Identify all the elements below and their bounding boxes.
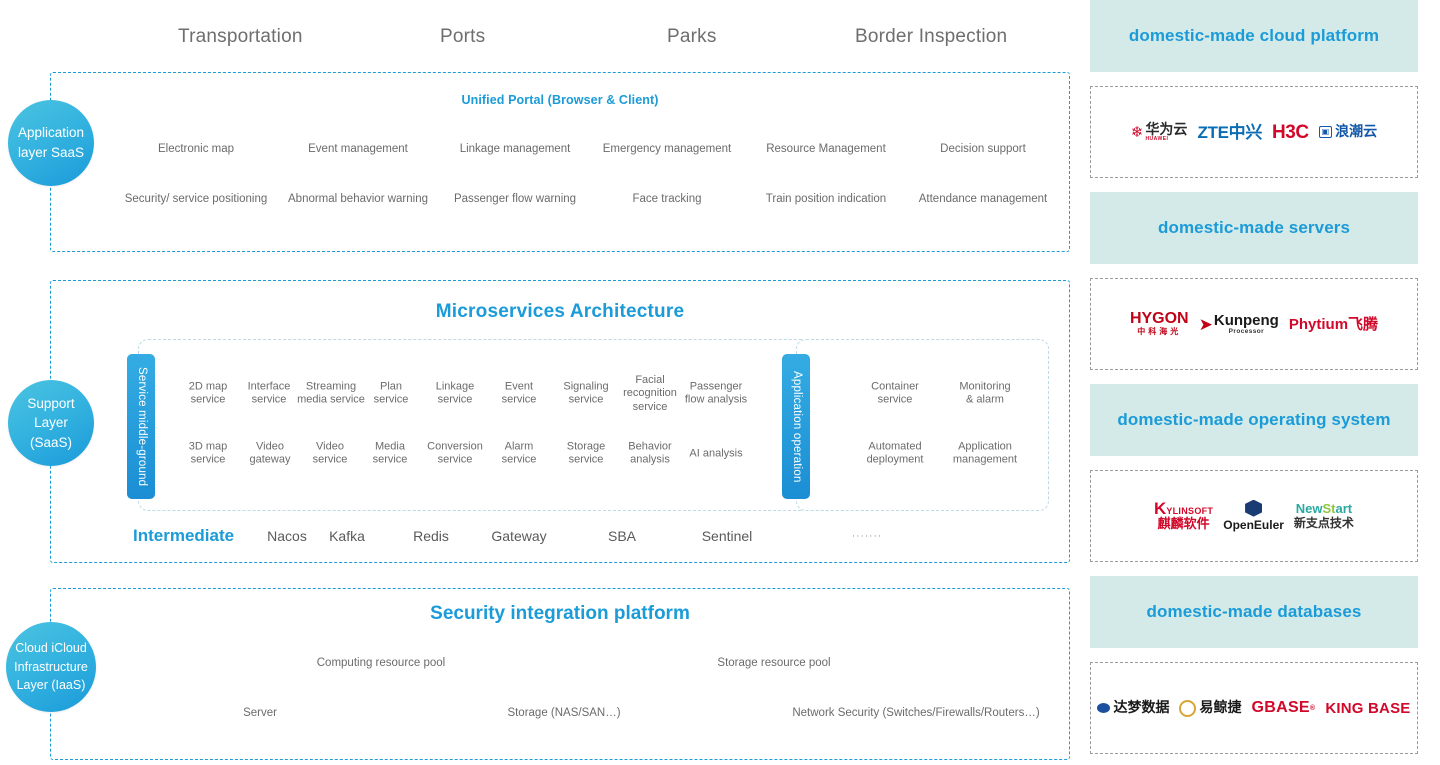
yijujie-logo: 易鲸捷 bbox=[1179, 699, 1241, 717]
intermediate-item-3: Gateway bbox=[491, 528, 547, 544]
badge-support-layer: Support Layer (SaaS) bbox=[8, 380, 94, 466]
intermediate-item-0: Nacos bbox=[267, 528, 307, 544]
app-item-r1-0: Electronic map bbox=[157, 143, 235, 155]
openeuler-logo: OpenEuler bbox=[1223, 499, 1284, 533]
sidebar-section-title-3: domestic-made databases bbox=[1090, 576, 1418, 648]
dameng-mark-icon bbox=[1097, 703, 1111, 713]
app-item-r2-4: Train position indication bbox=[765, 193, 887, 205]
domain-label-row: Transportation Ports Parks Border Inspectio… bbox=[50, 26, 1070, 58]
huawei-fan-icon: ❄ bbox=[1130, 123, 1144, 141]
iaas-item-r1-1: Storage resource pool bbox=[717, 657, 831, 669]
app-item-r2-0: Security/ service positioning bbox=[124, 193, 268, 205]
inspur-mark-icon: ▣ bbox=[1318, 126, 1333, 138]
iaas-item-r2-0: Server bbox=[243, 707, 277, 719]
security-platform-title: Security integration platform bbox=[430, 603, 690, 624]
service-middle-ground-box bbox=[138, 339, 816, 511]
app-item-r2-1: Abnormal behavior warning bbox=[288, 193, 428, 205]
domain-label-1: Ports bbox=[440, 26, 486, 47]
phytium-logo: Phytium飞腾 bbox=[1288, 315, 1379, 333]
kunpeng-swoosh-icon: ➤ bbox=[1198, 314, 1213, 334]
application-operation-box bbox=[796, 339, 1049, 511]
zte-logo: ZTE中兴 bbox=[1197, 122, 1263, 142]
iaas-item-r2-2: Network Security (Switches/Firewalls/Rou… bbox=[792, 707, 1040, 719]
kingbase-logo: KING BASE bbox=[1325, 699, 1411, 717]
intermediate-item-4: SBA bbox=[607, 528, 637, 544]
intermediate-item-5: Sentinel bbox=[701, 528, 753, 544]
app-item-r1-4: Resource Management bbox=[766, 143, 886, 155]
intermediate-item-6: ······· bbox=[851, 530, 883, 542]
support-layer-box: Microservices Architecture Service middl… bbox=[50, 280, 1070, 563]
operation-r1-1: Monitoring& alarm bbox=[959, 380, 1011, 406]
application-operation-tab[interactable]: Application operation bbox=[782, 354, 810, 499]
iaas-item-r2-1: Storage (NAS/SAN…) bbox=[507, 707, 621, 719]
app-item-r1-3: Emergency management bbox=[602, 143, 732, 155]
inspur-cloud-logo: ▣浪潮云 bbox=[1318, 125, 1377, 139]
app-item-r1-1: Event management bbox=[308, 143, 408, 155]
service-middle-ground-tab[interactable]: Service middle-ground bbox=[127, 354, 155, 499]
badge-infrastructure-layer: Cloud iCloud Infrastructure Layer (IaaS) bbox=[6, 622, 96, 712]
sidebar-section-title-0: domestic-made cloud platform bbox=[1090, 0, 1418, 72]
dameng-logo: 达梦数据 bbox=[1097, 701, 1169, 715]
intermediate-item-2: Redis bbox=[413, 528, 449, 544]
intermediate-item-1: Kafka bbox=[329, 528, 365, 544]
infrastructure-layer-box: Security integration platform Computing … bbox=[50, 588, 1070, 760]
h3c-logo: H3C bbox=[1272, 121, 1309, 143]
domain-label-0: Transportation bbox=[178, 26, 303, 47]
badge-application-layer: Application layer SaaS bbox=[8, 100, 94, 186]
domain-label-3: Border Inspection bbox=[855, 26, 1008, 47]
app-item-r2-2: Passenger flow warning bbox=[453, 193, 577, 205]
domain-label-2: Parks bbox=[667, 26, 717, 47]
intermediate-label: Intermediate bbox=[133, 526, 235, 545]
yijujie-mark-icon bbox=[1179, 699, 1197, 717]
app-item-r1-5: Decision support bbox=[940, 143, 1026, 155]
service-r2-8: AI analysis bbox=[689, 447, 743, 460]
sidebar-section-title-2: domestic-made operating system bbox=[1090, 384, 1418, 456]
application-layer-box: Unified Portal (Browser & Client) Electr… bbox=[50, 72, 1070, 252]
sidebar-section-title-1: domestic-made servers bbox=[1090, 192, 1418, 264]
unified-portal-title: Unified Portal (Browser & Client) bbox=[461, 93, 659, 107]
gbase-logo: GBASE® bbox=[1251, 699, 1316, 716]
microservices-title: Microservices Architecture bbox=[435, 301, 685, 322]
app-item-r2-5: Attendance management bbox=[918, 193, 1048, 205]
app-item-r2-3: Face tracking bbox=[632, 193, 702, 205]
iaas-item-r1-0: Computing resource pool bbox=[316, 657, 446, 669]
app-item-r1-2: Linkage management bbox=[459, 143, 571, 155]
sidebar-section-logos-3: 达梦数据 易鲸捷 GBASE® KING BASE bbox=[1090, 662, 1418, 754]
openeuler-hex-icon bbox=[1245, 499, 1263, 517]
